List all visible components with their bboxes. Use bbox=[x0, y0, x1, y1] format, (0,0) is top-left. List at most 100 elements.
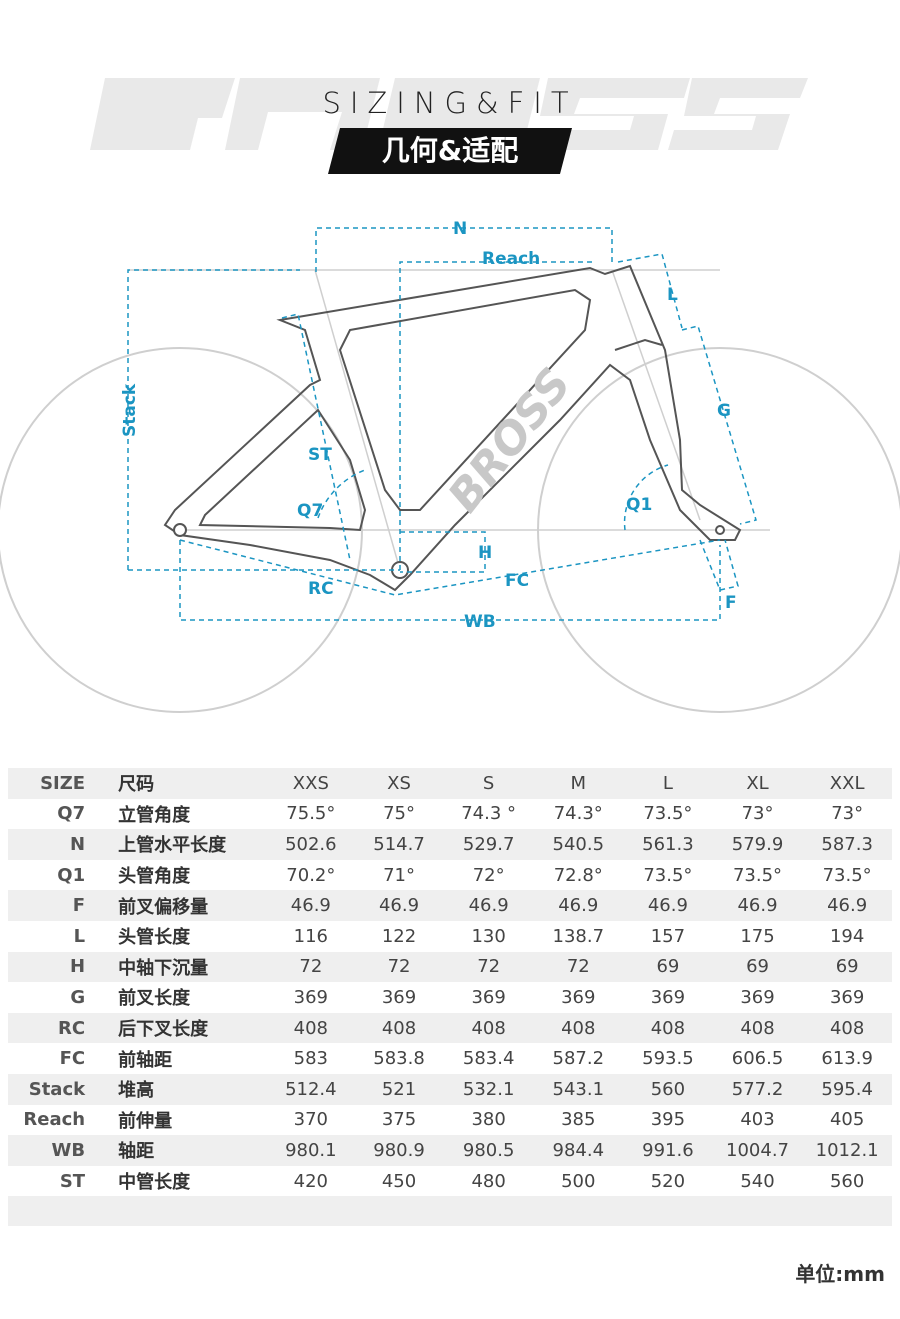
row-value: 73.5° bbox=[643, 864, 693, 886]
row-value: 560 bbox=[650, 1078, 686, 1100]
geometry-diagram: BROSS N Reach L G Stack ST Q7 Q1 H RC FC… bbox=[0, 219, 900, 713]
row-value: 75.5° bbox=[286, 803, 336, 825]
table-header-row: SIZE 尺码 XXS XS S M L XL XXL bbox=[8, 768, 892, 799]
row-code: Stack bbox=[28, 1078, 86, 1100]
row-value: 385 bbox=[561, 1109, 596, 1131]
row-value: 408 bbox=[829, 1017, 865, 1039]
row-value: 73.5° bbox=[732, 864, 783, 886]
row-value: 500 bbox=[561, 1170, 596, 1192]
row-value: 369 bbox=[471, 986, 506, 1008]
row-code: WB bbox=[51, 1139, 86, 1161]
row-value: 583.8 bbox=[373, 1048, 425, 1070]
row-value: 380 bbox=[471, 1109, 506, 1131]
row-value: 138.7 bbox=[552, 925, 605, 947]
row-value: 46.9 bbox=[378, 895, 420, 917]
front-axle bbox=[715, 525, 725, 535]
row-value: 369 bbox=[829, 986, 865, 1008]
row-value: 502.6 bbox=[285, 833, 337, 855]
row-value: 369 bbox=[561, 986, 596, 1008]
row-value: 73.5° bbox=[643, 803, 693, 825]
row-value: 403 bbox=[740, 1109, 775, 1131]
row-value: 980.9 bbox=[373, 1139, 425, 1161]
row-value: 375 bbox=[381, 1109, 417, 1131]
row-value: 521 bbox=[381, 1078, 417, 1100]
row-value: 69 bbox=[835, 956, 859, 978]
row-value: 71° bbox=[383, 864, 415, 886]
row-value: 72 bbox=[299, 956, 323, 978]
row-code: H bbox=[70, 956, 86, 978]
row-value: 560 bbox=[829, 1170, 865, 1192]
label-fc: FC bbox=[505, 571, 529, 591]
dimension-lines bbox=[127, 227, 757, 621]
row-value: 73° bbox=[741, 803, 774, 825]
row-value: 369 bbox=[381, 986, 417, 1008]
row-value: 46.9 bbox=[468, 895, 509, 917]
row-value: 991.6 bbox=[642, 1139, 694, 1161]
row-code: Q7 bbox=[57, 803, 86, 825]
row-code: F bbox=[72, 895, 86, 917]
row-value: 175 bbox=[740, 925, 775, 947]
row-value: 561.3 bbox=[642, 833, 694, 855]
row-value: 593.5 bbox=[642, 1048, 694, 1070]
row-code: L bbox=[73, 925, 86, 947]
label-q7: Q7 bbox=[297, 501, 323, 521]
row-value: 450 bbox=[381, 1170, 417, 1192]
row-value: 514.7 bbox=[373, 833, 425, 855]
row-value: 72 bbox=[387, 956, 411, 978]
seat-axis bbox=[314, 269, 401, 571]
row-code: Q1 bbox=[57, 864, 86, 886]
header-size: M bbox=[570, 772, 587, 794]
header-name: 尺码 bbox=[118, 774, 155, 796]
row-value: 520 bbox=[650, 1170, 686, 1192]
header-size: S bbox=[482, 772, 495, 794]
header-size: L bbox=[662, 772, 673, 794]
row-value: 73.5° bbox=[822, 864, 872, 886]
row-value: 587.3 bbox=[821, 833, 873, 855]
row-value: 194 bbox=[829, 925, 865, 947]
row-value: 408 bbox=[650, 1017, 686, 1039]
row-value: 577.2 bbox=[731, 1078, 784, 1100]
rear-axle bbox=[173, 523, 187, 537]
unit-label: 单位:mm bbox=[795, 1262, 885, 1286]
row-value: 70.2° bbox=[286, 864, 336, 886]
row-value: 1004.7 bbox=[726, 1139, 789, 1161]
row-value: 408 bbox=[293, 1017, 329, 1039]
row-value: 369 bbox=[740, 986, 775, 1008]
title-english: SIZING&FIT bbox=[322, 86, 578, 120]
label-rc: RC bbox=[308, 579, 334, 599]
row-value: 74.3° bbox=[553, 803, 603, 825]
row-value: 512.4 bbox=[285, 1078, 337, 1100]
row-value: 69 bbox=[656, 956, 680, 978]
banner-background bbox=[328, 128, 572, 174]
row-value: 122 bbox=[381, 925, 417, 947]
row-value: 543.1 bbox=[552, 1078, 605, 1100]
row-name: 中管长度 bbox=[118, 1172, 191, 1194]
row-value: 408 bbox=[561, 1017, 596, 1039]
row-name: 前轴距 bbox=[118, 1049, 173, 1071]
row-value: 587.2 bbox=[552, 1048, 605, 1070]
row-name: 立管角度 bbox=[118, 804, 191, 826]
row-value: 613.9 bbox=[821, 1048, 873, 1070]
row-value: 74.3 ° bbox=[461, 803, 517, 825]
steer-axis bbox=[611, 269, 701, 521]
row-value: 583 bbox=[293, 1048, 329, 1070]
header-size: XS bbox=[387, 772, 411, 794]
row-value: 980.5 bbox=[462, 1139, 515, 1161]
row-value: 420 bbox=[293, 1170, 329, 1192]
label-g: G bbox=[717, 401, 731, 421]
header-size: XXL bbox=[829, 772, 865, 794]
row-code: FC bbox=[59, 1048, 86, 1070]
row-value: 370 bbox=[293, 1109, 329, 1131]
row-value: 73° bbox=[831, 803, 864, 825]
row-value: 579.9 bbox=[731, 833, 784, 855]
